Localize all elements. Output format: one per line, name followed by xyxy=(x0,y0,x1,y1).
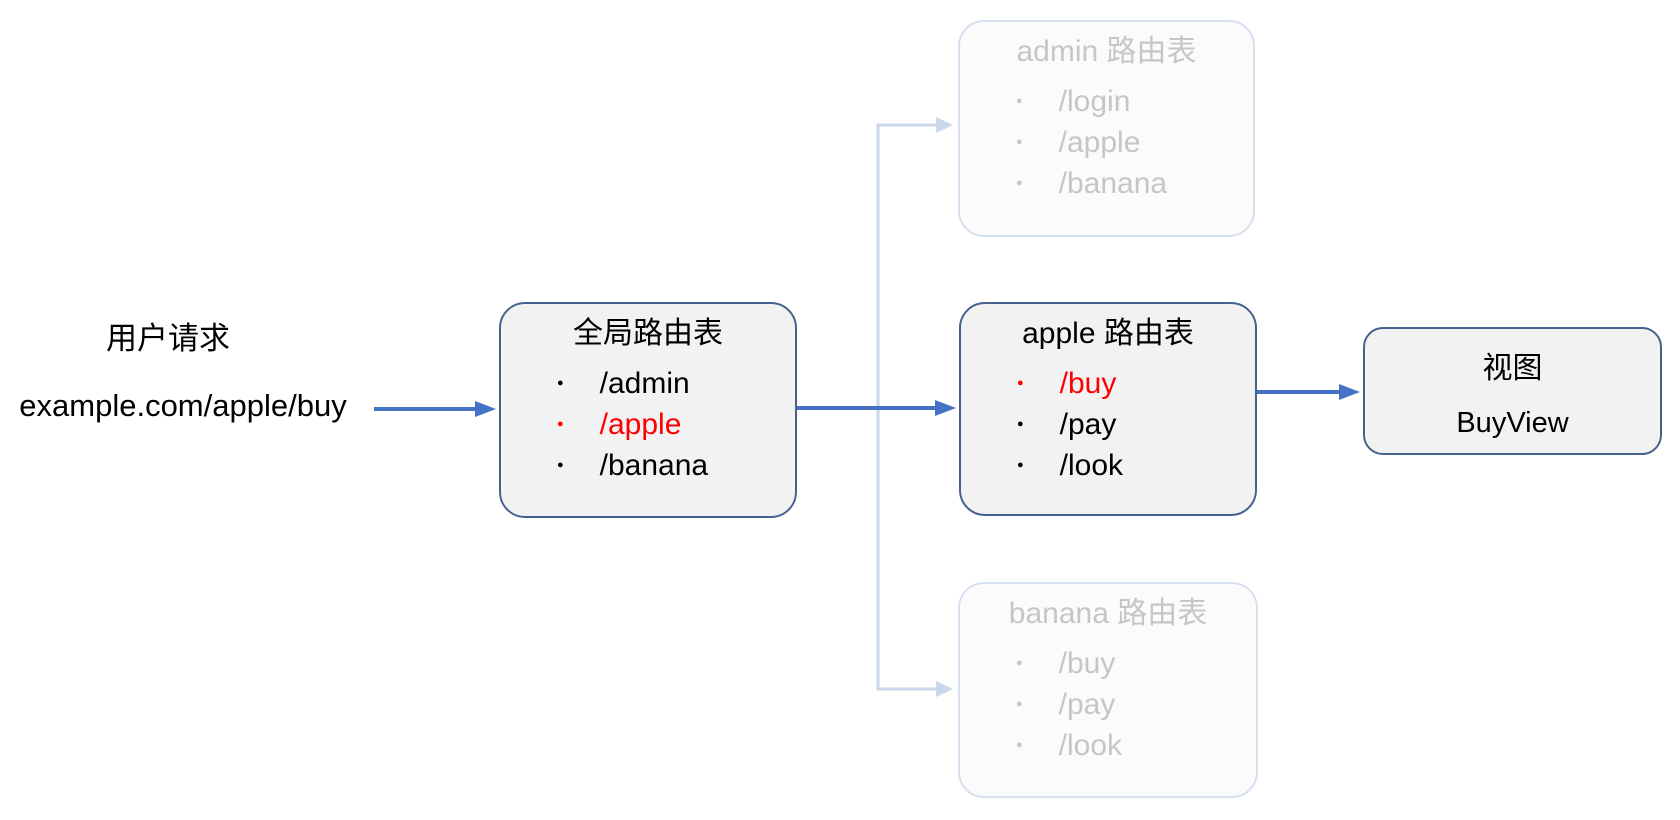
global-route-table-box: 全局路由表 /admin /apple /banana xyxy=(499,302,797,518)
route-item: /look xyxy=(1016,725,1256,766)
route-item: /pay xyxy=(1016,684,1256,725)
apple-route-table-title: apple 路由表 xyxy=(1022,317,1194,350)
faded-arrowhead-banana xyxy=(936,681,953,697)
faded-arrowhead-admin xyxy=(936,117,953,133)
route-item-matched: /apple xyxy=(557,404,795,445)
apple-route-list: /buy /pay /look xyxy=(961,363,1255,486)
route-item: /pay xyxy=(1017,404,1255,445)
faded-branch-connector xyxy=(876,117,953,697)
route-item: /buy xyxy=(1016,643,1256,684)
admin-route-list: /login /apple /banana xyxy=(960,81,1253,204)
route-item: /look xyxy=(1017,445,1255,486)
view-name: BuyView xyxy=(1456,407,1569,439)
view-box: 视图 BuyView xyxy=(1363,327,1662,455)
global-route-table-title: 全局路由表 xyxy=(573,317,723,350)
request-title: 用户请求 xyxy=(106,321,230,356)
global-route-list: /admin /apple /banana xyxy=(501,363,795,486)
banana-route-table-box: banana 路由表 /buy /pay /look xyxy=(958,582,1258,798)
route-item: /admin xyxy=(557,363,795,404)
route-item: /login xyxy=(1016,81,1253,122)
admin-route-table-title: admin 路由表 xyxy=(1016,35,1197,68)
route-item: /apple xyxy=(1016,122,1253,163)
apple-route-table-box: apple 路由表 /buy /pay /look xyxy=(959,302,1257,516)
route-item: /banana xyxy=(557,445,795,486)
view-title: 视图 xyxy=(1482,352,1543,385)
route-item-matched: /buy xyxy=(1017,363,1255,404)
banana-route-list: /buy /pay /look xyxy=(960,643,1256,766)
request-url: example.com/apple/buy xyxy=(19,388,347,423)
banana-route-table-title: banana 路由表 xyxy=(1008,597,1208,630)
route-item: /banana xyxy=(1016,163,1253,204)
admin-route-table-box: admin 路由表 /login /apple /banana xyxy=(958,20,1255,237)
